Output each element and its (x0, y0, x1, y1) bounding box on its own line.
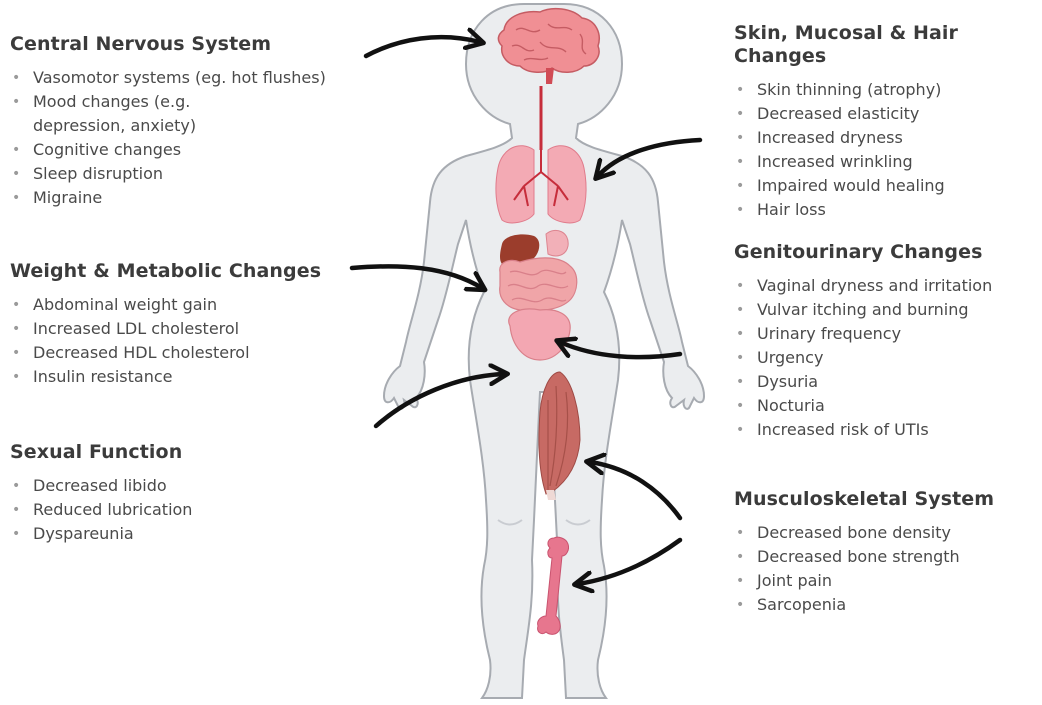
body-silhouette (384, 4, 704, 698)
stomach-icon (546, 230, 568, 256)
section-title: Weight & Metabolic Changes (10, 260, 321, 283)
list-item: •Vasomotor systems (eg. hot flushes) (10, 66, 326, 90)
list-item: •Mood changes (e.g. (10, 90, 326, 114)
section-title: Musculoskeletal System (734, 488, 994, 511)
liver-icon (500, 234, 539, 267)
lungs-icon (496, 146, 586, 223)
list-item: •Decreased bone density (734, 521, 994, 545)
list-item: •Reduced lubrication (10, 498, 192, 522)
section-list: •Decreased bone density •Decreased bone … (734, 521, 994, 617)
arrow-to-skin (598, 140, 700, 176)
brain-icon (498, 9, 599, 84)
list-item: •Increased wrinkling (734, 150, 1042, 174)
list-item: depression, anxiety) (10, 114, 326, 138)
list-item: •Hair loss (734, 198, 1042, 222)
bone-icon (538, 537, 569, 634)
list-item: •Decreased bone strength (734, 545, 994, 569)
list-item: •Increased risk of UTIs (734, 418, 992, 442)
arrow-to-muscle (590, 462, 680, 518)
pointer-arrows (352, 37, 700, 584)
section-central-nervous-system: Central Nervous System •Vasomotor system… (10, 33, 326, 210)
arrow-to-intestines (352, 266, 482, 288)
arrow-to-bone (578, 540, 680, 584)
section-title: Central Nervous System (10, 33, 326, 56)
thigh-muscle-icon (539, 372, 580, 500)
list-item: •Insulin resistance (10, 365, 321, 389)
list-item: •Cognitive changes (10, 138, 326, 162)
list-item: •Sarcopenia (734, 593, 994, 617)
list-item: •Vulvar itching and burning (734, 298, 992, 322)
list-item: •Skin thinning (atrophy) (734, 78, 1042, 102)
knee-right-mark (566, 520, 590, 525)
section-title: Skin, Mucosal & Hair Changes (734, 22, 1042, 68)
list-item: •Sleep disruption (10, 162, 326, 186)
section-sexual-function: Sexual Function •Decreased libido •Reduc… (10, 441, 192, 546)
section-list: •Skin thinning (atrophy) •Decreased elas… (734, 78, 1042, 222)
intestines-icon (500, 258, 577, 311)
list-item: •Joint pain (734, 569, 994, 593)
list-item: •Increased LDL cholesterol (10, 317, 321, 341)
section-genitourinary: Genitourinary Changes •Vaginal dryness a… (734, 241, 992, 442)
section-list: •Vasomotor systems (eg. hot flushes) •Mo… (10, 66, 326, 210)
arrow-to-pelvis (376, 374, 504, 426)
list-item: •Increased dryness (734, 126, 1042, 150)
list-item: •Migraine (10, 186, 326, 210)
bladder-icon (509, 309, 570, 360)
section-list: •Abdominal weight gain •Increased LDL ch… (10, 293, 321, 389)
knee-left-mark (498, 520, 522, 525)
list-item: •Nocturia (734, 394, 992, 418)
list-item: •Dysuria (734, 370, 992, 394)
section-list: •Decreased libido •Reduced lubrication •… (10, 474, 192, 546)
list-item: •Abdominal weight gain (10, 293, 321, 317)
section-weight-metabolic: Weight & Metabolic Changes •Abdominal we… (10, 260, 321, 389)
list-item: •Dyspareunia (10, 522, 192, 546)
arrow-to-bladder (560, 342, 680, 357)
section-musculoskeletal: Musculoskeletal System •Decreased bone d… (734, 488, 994, 617)
list-item: •Impaired would healing (734, 174, 1042, 198)
section-title: Sexual Function (10, 441, 192, 464)
list-item: •Decreased HDL cholesterol (10, 341, 321, 365)
list-item: •Decreased libido (10, 474, 192, 498)
list-item: •Vaginal dryness and irritation (734, 274, 992, 298)
list-item: •Urinary frequency (734, 322, 992, 346)
body-outline (384, 4, 704, 698)
section-title: Genitourinary Changes (734, 241, 992, 264)
arrow-to-brain (366, 37, 480, 56)
list-item: •Urgency (734, 346, 992, 370)
brain-stem (546, 68, 554, 84)
section-skin-mucosal-hair: Skin, Mucosal & Hair Changes •Skin thinn… (734, 22, 1042, 222)
section-list: •Vaginal dryness and irritation •Vulvar … (734, 274, 992, 442)
list-item: •Decreased elasticity (734, 102, 1042, 126)
